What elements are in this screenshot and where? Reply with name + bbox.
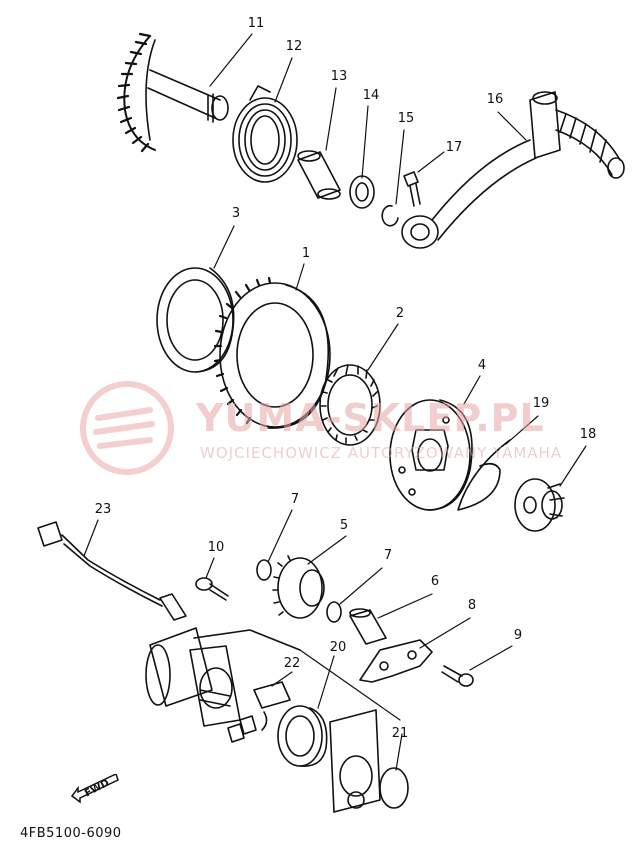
callout-23: 23 [94,502,112,517]
callout-5: 5 [339,518,349,533]
callout-19: 19 [532,396,550,411]
part-7-washer-a [256,559,272,581]
part-9-bolt [441,665,474,687]
part-13-collar [297,150,341,200]
part-1-ring-gear [213,276,331,429]
part-18-idler-gear [514,478,565,532]
callout-7-b: 7 [383,548,393,563]
callout-3: 3 [231,206,241,221]
callout-9: 9 [513,628,523,643]
callout-18: 18 [579,427,597,442]
part-19-clip [457,439,511,511]
callout-14: 14 [362,88,380,103]
callout-20: 20 [329,640,347,655]
watermark-line-1: YUMA-SKLEP.PL [196,396,545,440]
leader-lines [83,33,587,771]
callout-11: 11 [247,16,265,31]
callout-4: 4 [477,358,487,373]
part-8-plate [359,639,433,683]
part-17-bolt [403,171,421,207]
callout-12: 12 [285,39,303,54]
part-10-bolt [195,577,229,601]
diagram-code: 4FB5100-6090 [20,826,122,841]
callout-15: 15 [397,111,415,126]
callout-8: 8 [467,598,477,613]
part-2-bearing [319,364,381,446]
part-5-gear [272,555,325,619]
part-3-seal [156,267,235,373]
part-23-lead [37,521,187,621]
part-21-o-ring [379,767,409,809]
callout-2: 2 [395,306,405,321]
part-16-kick-crank [401,91,625,249]
callout-1: 1 [301,246,311,261]
callout-16: 16 [486,92,504,107]
callout-13: 13 [330,69,348,84]
part-6-shaft [349,608,387,645]
part-20-ring [277,705,328,767]
callout-10: 10 [207,540,225,555]
callout-7-a: 7 [290,492,300,507]
part-22-brushes [227,681,291,743]
part-7-washer-b [326,601,342,623]
part-4-clutch-assy [389,399,473,511]
end-cover [329,709,381,813]
watermark-line-2: WOJCIECHOWICZ AUTORYZOWANY YAMAHA [200,444,563,462]
callout-6: 6 [430,574,440,589]
callout-22: 22 [283,656,301,671]
part-12-spring [232,85,298,183]
part-11-kick-shaft [116,32,229,153]
watermark-logo [80,381,174,475]
part-14-washer [349,175,375,209]
callout-17: 17 [445,140,463,155]
callout-21: 21 [391,726,409,741]
part-15-circlip [381,204,399,227]
starter-motor [145,627,301,727]
fwd-arrow-icon [70,774,119,804]
